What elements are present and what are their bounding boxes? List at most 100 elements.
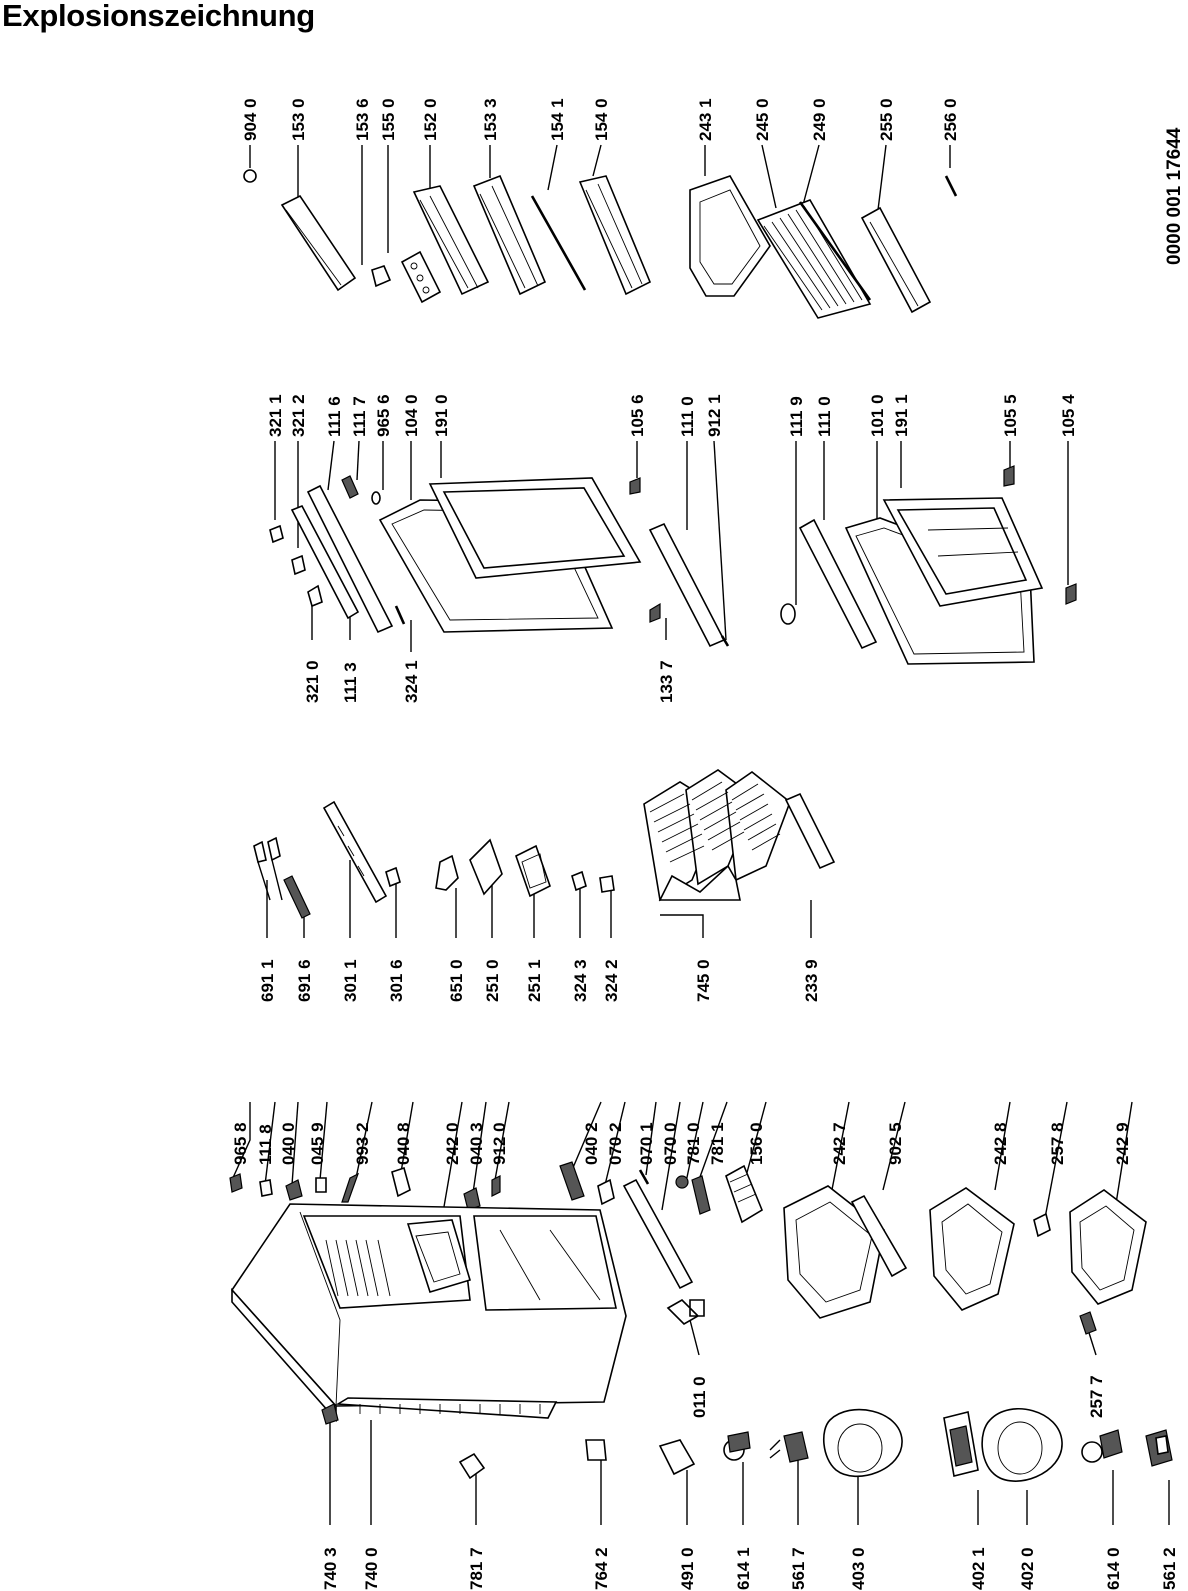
part-491-0 <box>658 1439 696 1476</box>
part-label: 105 4 <box>1059 394 1078 437</box>
part-111-0-bottom <box>798 518 878 650</box>
part-965-6 <box>371 491 381 505</box>
part-243-1 <box>689 175 771 297</box>
document-number: 0000 001 17644 <box>1164 127 1185 265</box>
part-label: 256 0 <box>941 98 960 141</box>
part-label: 965 6 <box>374 394 393 437</box>
part-label: 745 0 <box>694 959 713 1002</box>
part-105-4 <box>1065 583 1077 605</box>
part-301-6 <box>385 866 401 888</box>
part-label: 111 0 <box>678 396 697 437</box>
part-902-5 <box>850 1194 908 1278</box>
part-249-0 <box>798 201 872 301</box>
part-321-0 <box>307 584 323 608</box>
part-256-0 <box>944 175 958 197</box>
part-764-2 <box>585 1439 607 1461</box>
part-label: 324 2 <box>602 959 621 1002</box>
part-070-0 <box>622 1178 694 1290</box>
part-label: 111 6 <box>325 396 344 437</box>
compressor-and-electrical <box>321 1397 1173 1482</box>
part-111-0-top <box>648 522 726 648</box>
part-111-6 <box>306 484 394 634</box>
part-label: 111 9 <box>787 396 806 437</box>
part-label: 912 1 <box>705 394 724 437</box>
part-324-1 <box>394 605 406 625</box>
part-label: 561 2 <box>1160 1547 1179 1590</box>
part-label: 243 1 <box>696 98 715 141</box>
door-frames <box>269 465 1077 665</box>
page-title: Explosionszeichnung <box>2 0 315 33</box>
part-912-1 <box>720 635 730 647</box>
part-614-0 <box>1081 1441 1103 1463</box>
part-label: 321 0 <box>303 660 322 703</box>
part-111-3 <box>290 504 360 620</box>
part-651-0 <box>435 854 459 891</box>
part-label: 965 8 <box>231 1122 250 1165</box>
part-324-3 <box>571 870 587 892</box>
part-233-9 <box>784 792 836 870</box>
part-label: 993 2 <box>353 1122 372 1165</box>
part-label: 614 1 <box>734 1547 753 1590</box>
part-label: 154 1 <box>548 98 567 141</box>
part-242-9 <box>1069 1189 1147 1305</box>
part-070-2 <box>597 1178 615 1206</box>
part-label: 153 6 <box>353 98 372 141</box>
part-301-1 <box>322 800 388 904</box>
part-111-7 <box>341 475 359 499</box>
part-255-0 <box>860 206 932 314</box>
part-label: 301 1 <box>341 959 360 1002</box>
part-label: 111 3 <box>341 662 360 703</box>
part-label: 251 1 <box>525 959 544 1002</box>
part-781-1 <box>691 1175 711 1215</box>
part-label: 245 0 <box>753 98 772 141</box>
part-242-8 <box>929 1187 1015 1311</box>
part-251-1 <box>515 844 551 898</box>
door-racks-and-shelves <box>243 169 958 319</box>
part-label: 403 0 <box>849 1547 868 1590</box>
part-label: 402 1 <box>969 1547 988 1590</box>
part-105-6 <box>629 477 641 495</box>
part-154-1 <box>530 195 587 291</box>
part-label: 154 0 <box>592 98 611 141</box>
part-label: 191 1 <box>892 394 911 437</box>
part-label: 153 0 <box>289 98 308 141</box>
part-745-0 <box>643 769 791 902</box>
part-242-0 <box>406 1219 471 1293</box>
part-label: 912 0 <box>490 1122 509 1165</box>
part-labels: 904 0 153 0 153 6 155 0 152 0 153 3 154 … <box>231 98 1179 1590</box>
part-label: 191 0 <box>432 394 451 437</box>
part-label: 691 6 <box>295 959 314 1002</box>
part-label: 233 9 <box>802 959 821 1002</box>
part-label: 155 0 <box>379 98 398 141</box>
part-242-7 <box>783 1185 885 1319</box>
part-label: 040 0 <box>279 1122 298 1165</box>
part-label: 011 0 <box>690 1376 709 1418</box>
part-label: 251 0 <box>483 959 502 1002</box>
part-label: 101 0 <box>868 394 887 437</box>
part-740-3 <box>321 1403 339 1425</box>
part-cabinet-body <box>230 1203 627 1423</box>
part-133-7 <box>649 602 661 623</box>
part-040-0 <box>285 1179 303 1201</box>
part-245-0 <box>756 199 872 319</box>
part-993-2 <box>341 1172 360 1203</box>
part-156-0 <box>725 1164 764 1224</box>
part-040-3 <box>463 1187 481 1211</box>
part-label: 104 0 <box>402 394 421 437</box>
part-label: 691 1 <box>258 959 277 1002</box>
part-label: 105 5 <box>1001 394 1020 437</box>
part-label: 651 0 <box>447 959 466 1002</box>
part-402-0 <box>981 1408 1063 1482</box>
part-781-0 <box>675 1175 689 1189</box>
part-965-8 <box>229 1173 243 1193</box>
part-257-8 <box>1033 1212 1051 1238</box>
part-153-6 <box>371 265 392 288</box>
part-label: 249 0 <box>810 98 829 141</box>
part-label: 491 0 <box>678 1547 697 1590</box>
part-label: 153 3 <box>481 98 500 141</box>
part-label: 255 0 <box>877 98 896 141</box>
evaporator-and-accessories <box>253 769 836 919</box>
part-label: 111 7 <box>350 396 369 437</box>
part-label: 561 7 <box>789 1547 808 1590</box>
